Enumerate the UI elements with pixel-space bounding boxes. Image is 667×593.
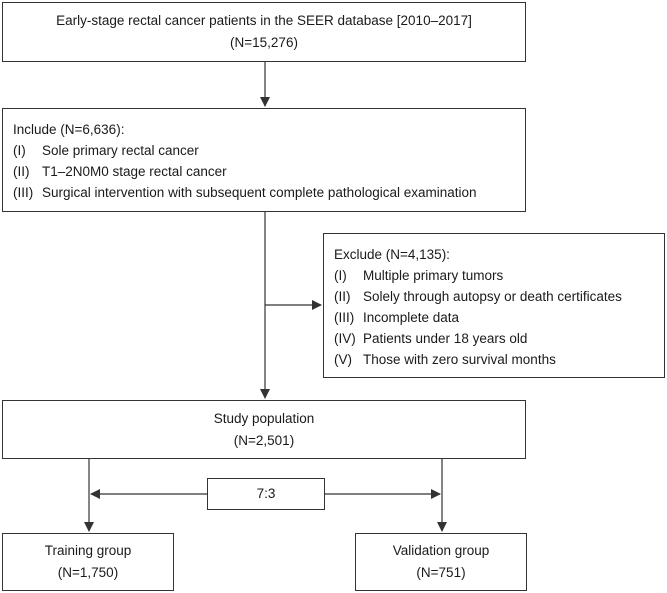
source-title: Early-stage rectal cancer patients in th… xyxy=(56,13,472,28)
split-ratio-label: 7:3 xyxy=(256,486,276,501)
study-population-box: Study population (N=2,501) xyxy=(2,400,526,459)
exclusion-heading: Exclude (N=4,135): xyxy=(334,247,450,262)
inclusion-item: (I)Sole primary rectal cancer xyxy=(13,143,199,158)
source-population-box: Early-stage rectal cancer patients in th… xyxy=(2,2,526,62)
training-group-box: Training group (N=1,750) xyxy=(2,533,174,591)
exclusion-criteria-box: Exclude (N=4,135): (I)Multiple primary t… xyxy=(323,233,665,378)
training-title: Training group xyxy=(44,543,132,558)
split-ratio-box: 7:3 xyxy=(207,478,325,510)
study-count: (N=2,501) xyxy=(233,432,295,448)
inclusion-criteria-box: Include (N=6,636): (I)Sole primary recta… xyxy=(2,108,526,212)
exclusion-item: (V)Those with zero survival months xyxy=(334,352,556,367)
exclusion-item: (II)Solely through autopsy or death cert… xyxy=(334,289,622,304)
inclusion-heading: Include (N=6,636): xyxy=(13,122,125,137)
exclusion-item: (III)Incomplete data xyxy=(334,310,460,325)
inclusion-item: (III)Surgical intervention with subseque… xyxy=(13,185,477,200)
validation-count: (N=751) xyxy=(416,565,466,580)
study-title: Study population xyxy=(213,410,315,426)
source-count: (N=15,276) xyxy=(230,35,298,50)
training-count: (N=1,750) xyxy=(57,565,119,580)
validation-title: Validation group xyxy=(392,543,490,558)
exclusion-item: (IV)Patients under 18 years old xyxy=(334,331,528,346)
exclusion-item: (I)Multiple primary tumors xyxy=(334,268,504,283)
inclusion-item: (II)T1–2N0M0 stage rectal cancer xyxy=(13,164,227,179)
validation-group-box: Validation group (N=751) xyxy=(355,533,527,591)
